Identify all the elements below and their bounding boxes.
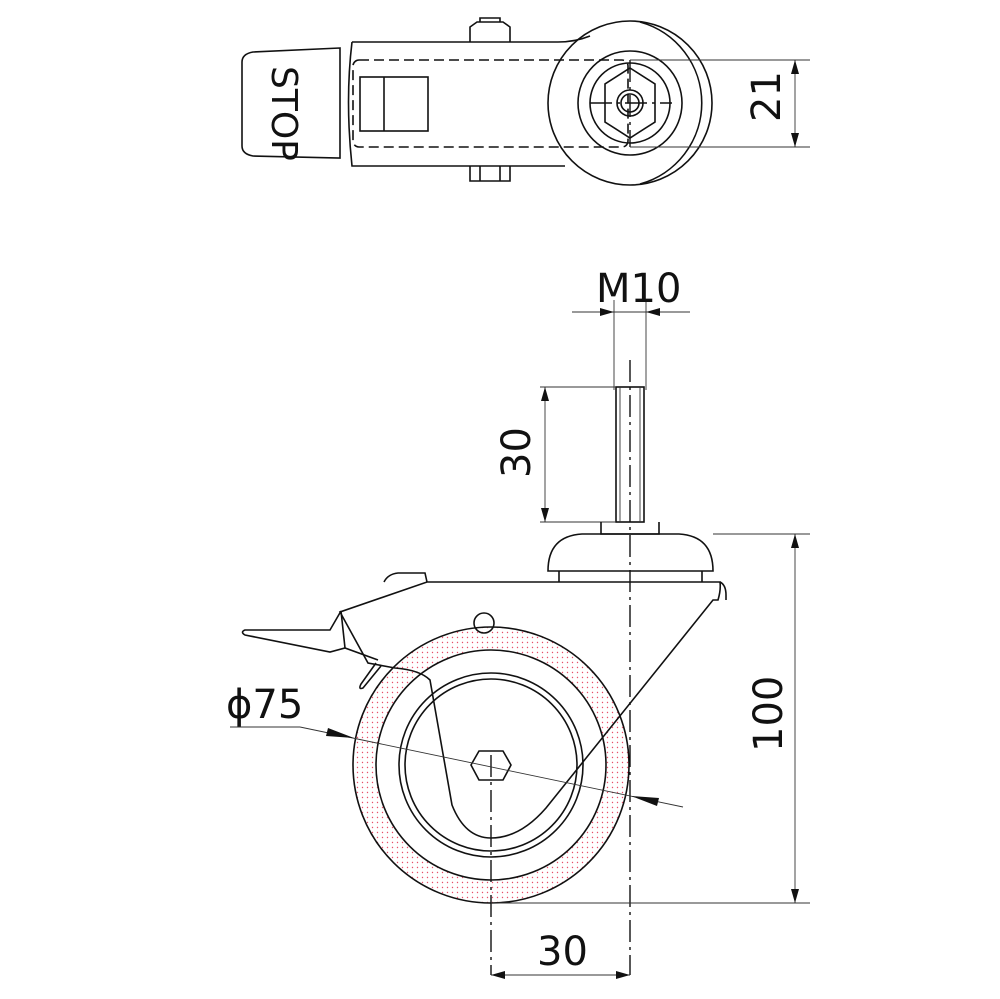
dimension-m10: M10 <box>596 266 681 312</box>
fork-body <box>347 35 591 167</box>
bottom-nut <box>469 166 511 182</box>
rivet-hole <box>473 612 495 634</box>
top-nut <box>469 17 511 42</box>
dimension-stem-30: 30 <box>494 427 540 478</box>
tyre-hatch <box>353 627 629 903</box>
swivel-head <box>547 533 714 572</box>
brake-pedal-side <box>241 610 379 661</box>
dimension-height-100: 100 <box>746 676 792 752</box>
side-view: M10 30 <box>226 266 810 979</box>
dimension-21: 21 <box>744 71 790 122</box>
stop-label: STOP <box>263 66 304 161</box>
fork-bracket <box>338 581 722 839</box>
dimension-diameter-75: ϕ75 <box>226 682 303 728</box>
brake-block <box>359 76 429 132</box>
top-wheel <box>547 20 713 186</box>
brake-top <box>383 572 428 583</box>
axle-hex <box>470 750 512 781</box>
top-view: STOP 21 <box>241 17 810 186</box>
brake-pedal <box>241 47 341 159</box>
dimension-offset-30: 30 <box>537 929 588 975</box>
